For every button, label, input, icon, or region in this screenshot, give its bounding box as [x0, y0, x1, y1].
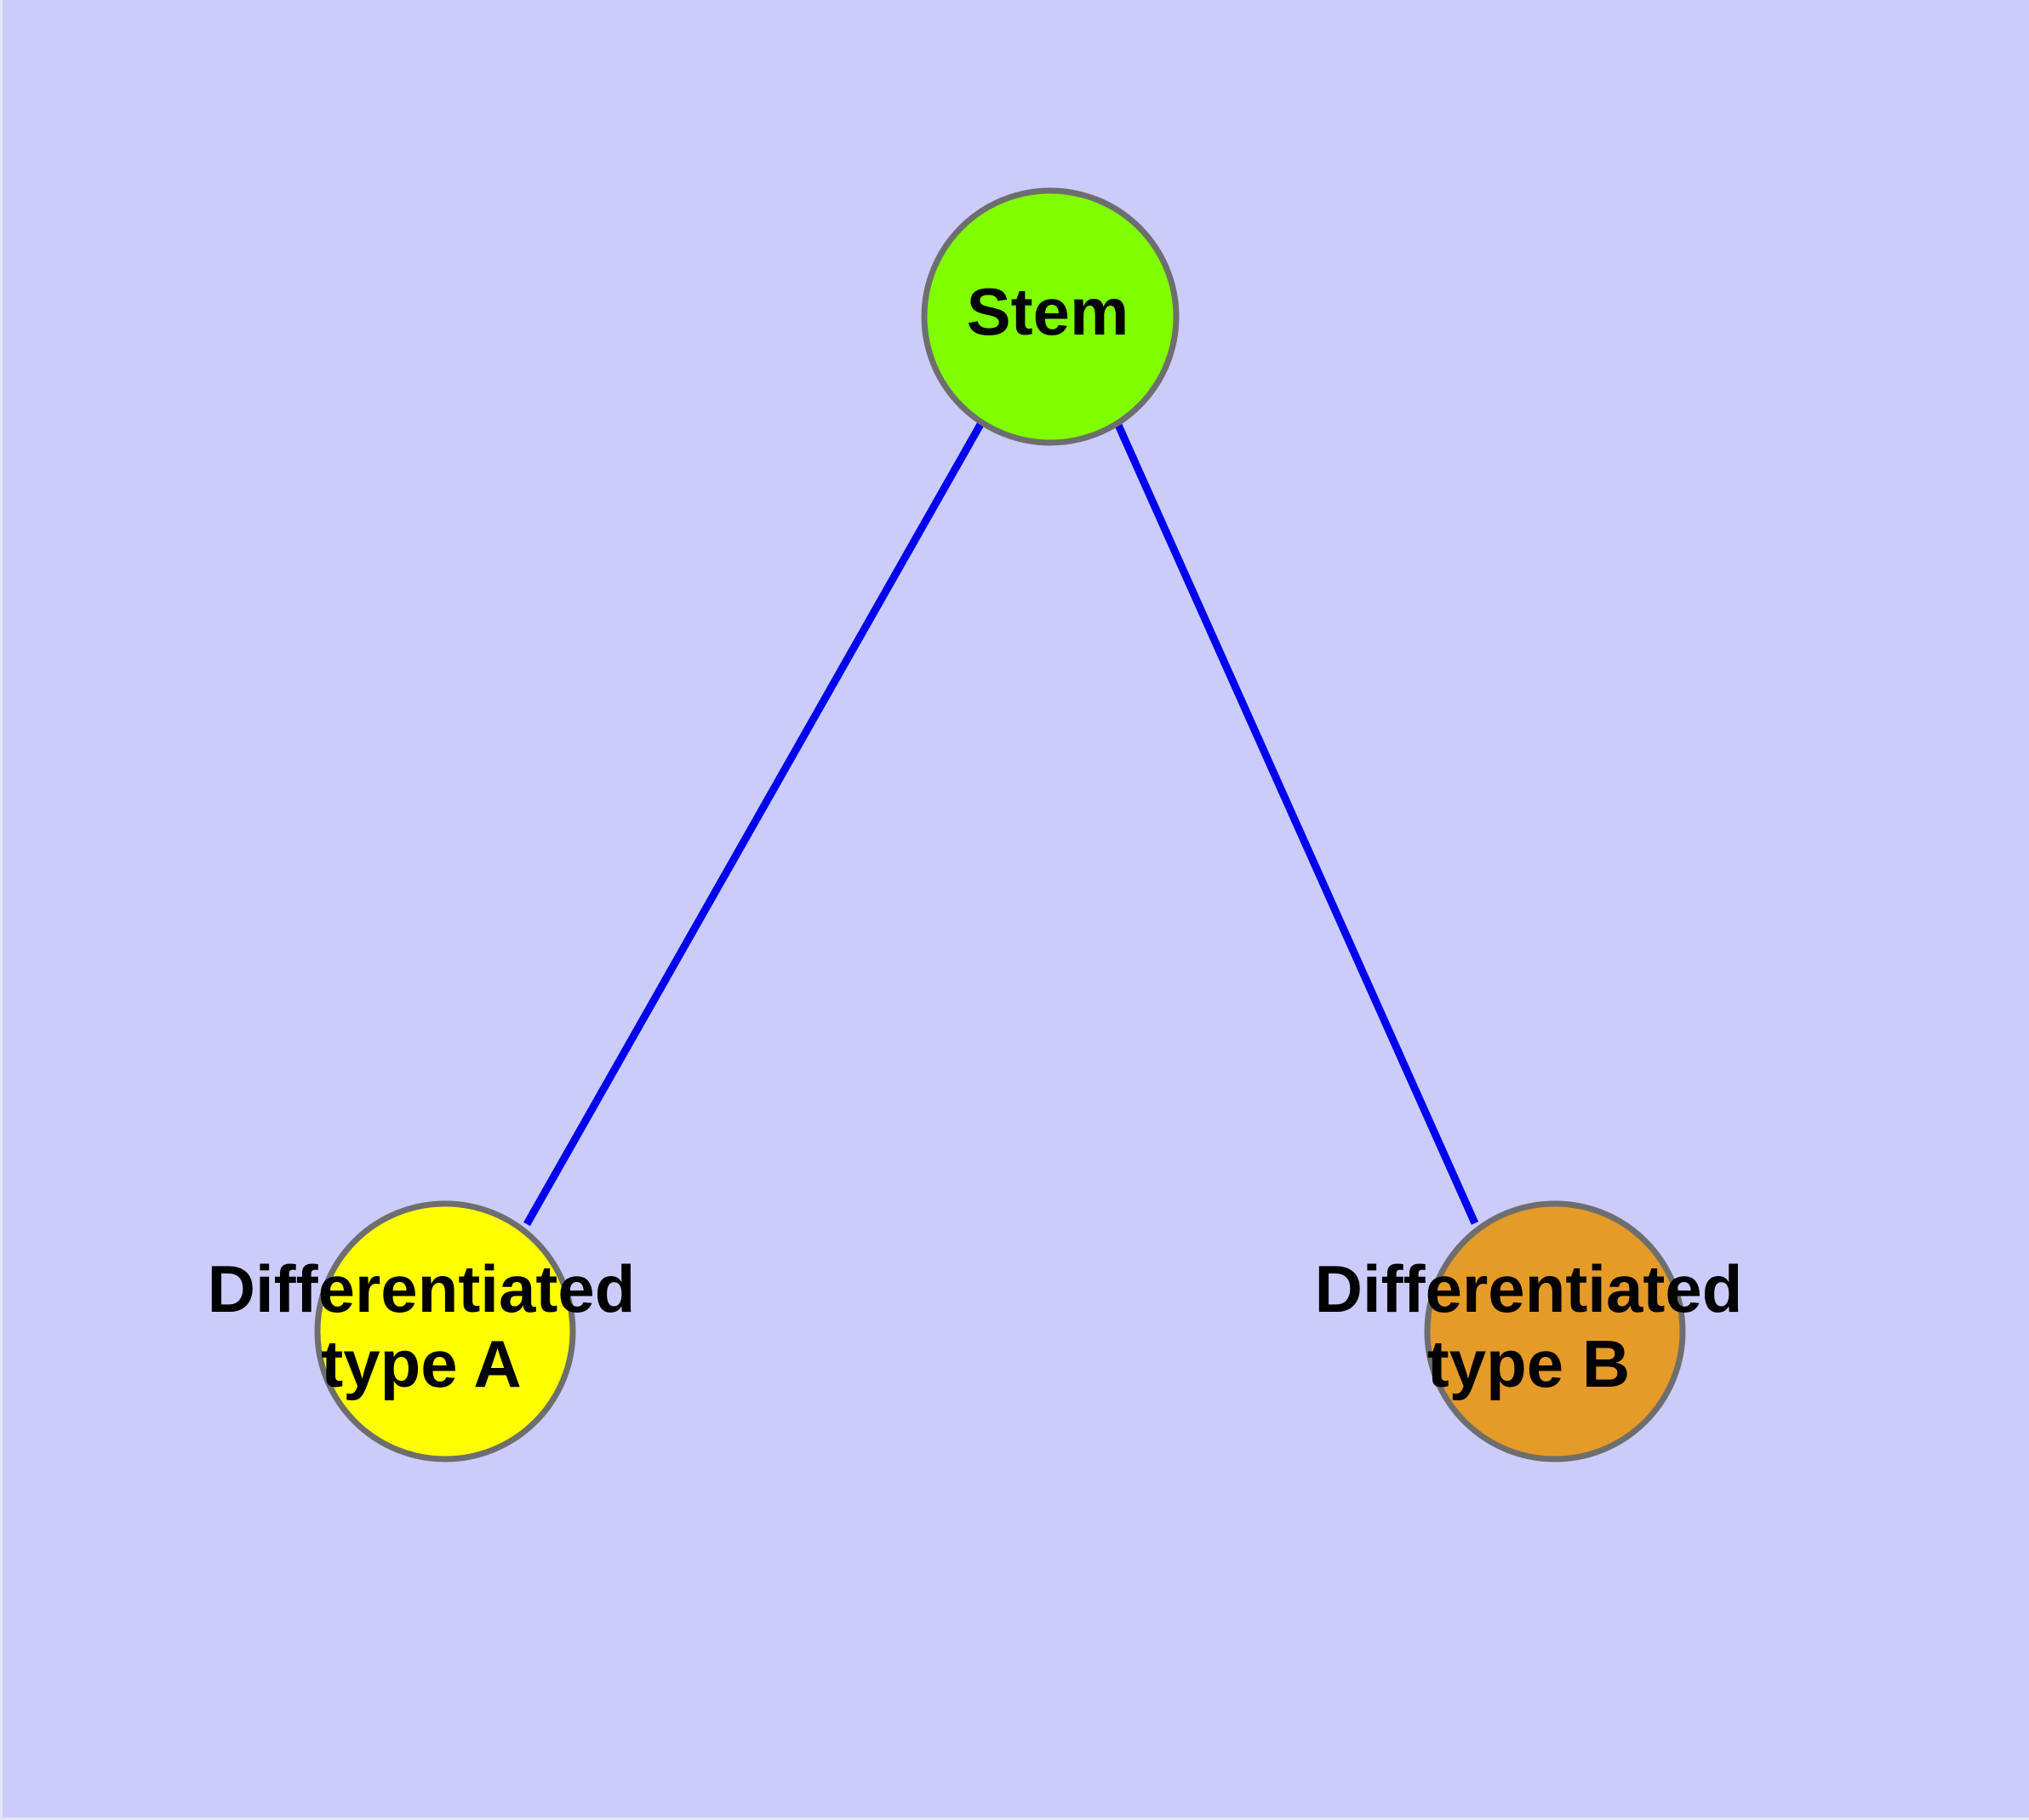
node-layer — [314, 187, 1686, 1462]
node-label-line: type A — [321, 1326, 522, 1401]
node-differentiated-type-a-circle[interactable] — [314, 1200, 576, 1462]
node-differentiated-type-b-circle[interactable] — [1424, 1200, 1686, 1462]
node-stem-label: Stem — [967, 274, 1129, 349]
edge-stem-to-differentiated-type-b[interactable] — [1113, 421, 1479, 1225]
edge-layer — [523, 419, 1479, 1227]
node-label-line: type B — [1427, 1326, 1630, 1401]
node-label-line: Differentiated — [1315, 1251, 1743, 1326]
node-label-line: Stem — [967, 274, 1129, 349]
node-differentiated-type-b[interactable] — [1424, 1200, 1686, 1462]
edge-stem-to-differentiated-type-a[interactable] — [523, 419, 986, 1227]
node-differentiated-type-a[interactable] — [314, 1200, 576, 1462]
node-stem[interactable] — [921, 187, 1180, 446]
node-label-line: Differentiated — [208, 1251, 636, 1326]
node-stem-circle[interactable] — [921, 187, 1180, 446]
